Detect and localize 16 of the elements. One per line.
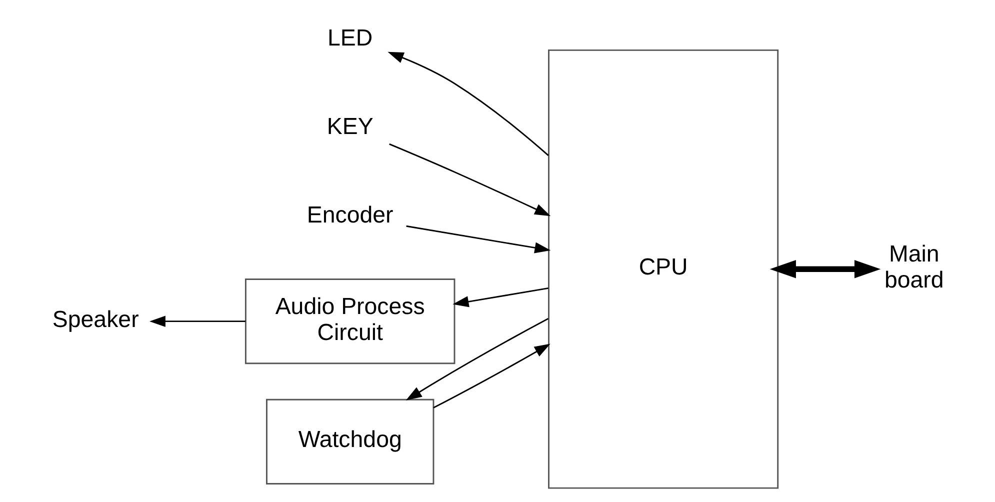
arrow	[406, 225, 550, 254]
node-text: Main board	[884, 240, 944, 293]
node-text: Speaker	[52, 306, 138, 332]
arrow	[452, 288, 548, 308]
node-box: Watchdog	[266, 398, 434, 484]
node-text: LED	[327, 24, 372, 51]
arrow	[388, 143, 550, 216]
arrow	[432, 344, 550, 408]
arrow	[148, 316, 245, 327]
arrow	[387, 52, 548, 156]
arrow	[769, 260, 880, 278]
node-box: Audio Process Circuit	[244, 278, 455, 364]
node-text: KEY	[326, 112, 373, 139]
node-text: Encoder	[306, 201, 393, 228]
arrow	[405, 318, 548, 400]
node-box: CPU	[548, 49, 778, 489]
